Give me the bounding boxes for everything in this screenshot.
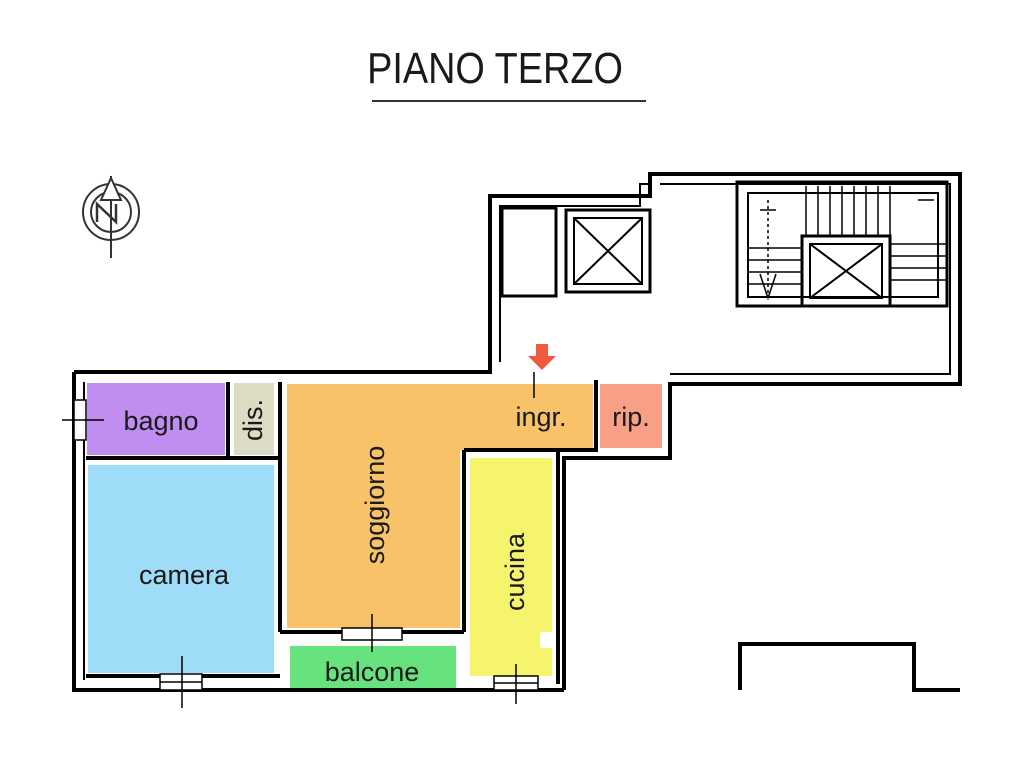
room-camera (88, 465, 274, 673)
label-ingresso: ingr. (515, 402, 566, 432)
lift-symbols (573, 217, 883, 299)
label-soggiorno: soggiorno (360, 446, 390, 565)
label-bagno: bagno (123, 406, 198, 436)
walls (72, 172, 962, 692)
windows (62, 372, 539, 708)
title-underline (372, 100, 646, 102)
entrance-arrow-icon (528, 344, 556, 370)
room-cucina (470, 458, 552, 676)
room-bagno (87, 383, 225, 455)
page-title: PIANO TERZO (367, 44, 623, 93)
label-camera: camera (139, 560, 230, 590)
label-ripostiglio: rip. (612, 402, 650, 432)
north-arrow-icon (82, 175, 140, 258)
room-ripostiglio (600, 384, 662, 448)
label-cucina: cucina (500, 532, 530, 611)
label-dis: dis. (238, 399, 268, 441)
room-dis (234, 383, 274, 455)
room-soggiorno (287, 384, 593, 628)
room-balcone (290, 646, 456, 688)
label-balcone: balcone (325, 657, 420, 687)
stairs (748, 186, 946, 301)
